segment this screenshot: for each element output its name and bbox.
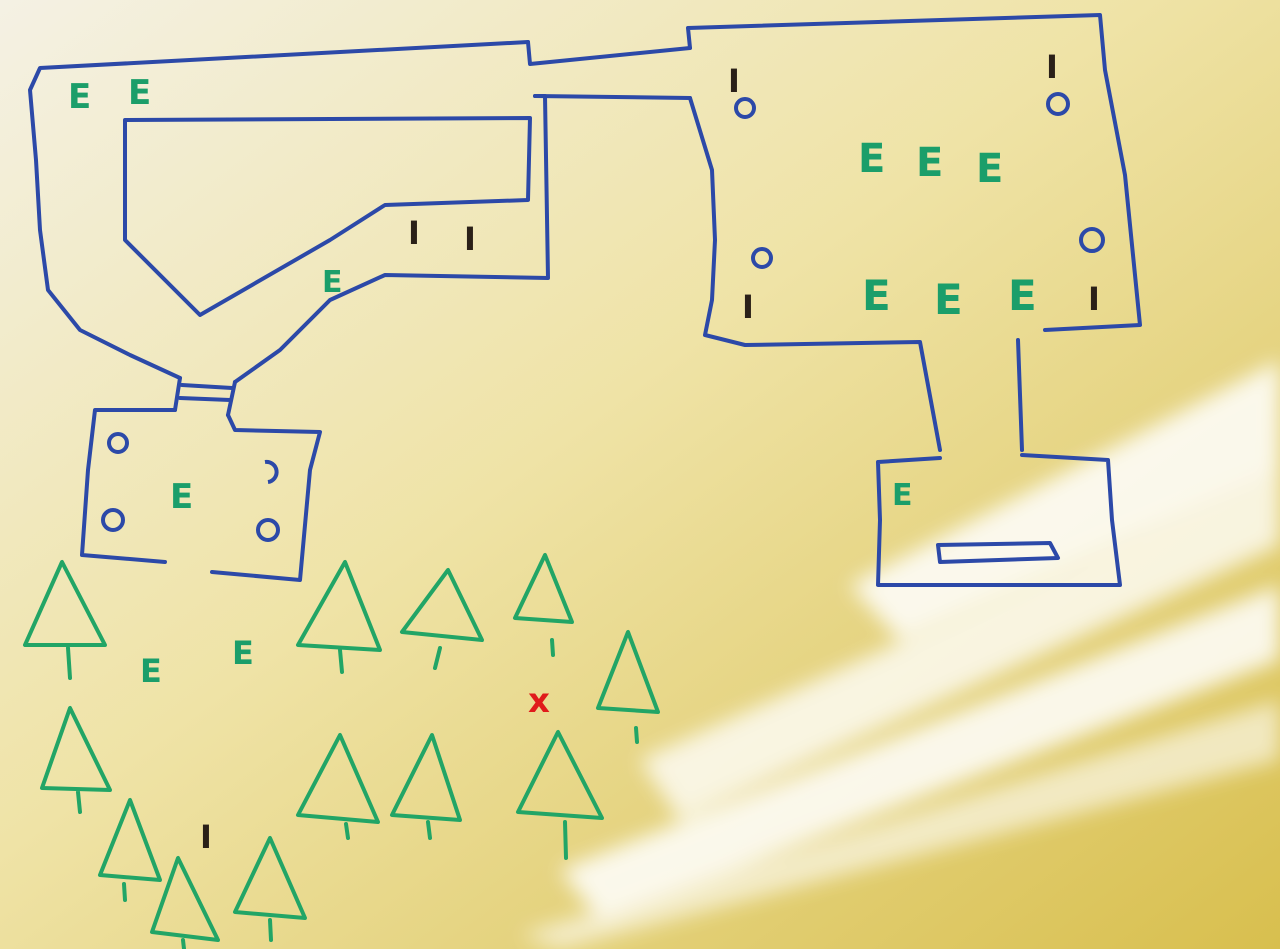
- tree-icon: [390, 733, 462, 840]
- tree-icon: [513, 553, 574, 657]
- enemy-marker: E: [322, 265, 343, 300]
- tree-icon: [23, 560, 107, 680]
- light-glare: [520, 360, 1280, 949]
- wall-lower-left-room: [80, 408, 322, 582]
- item-marker: I: [742, 288, 754, 326]
- tree-icon: [150, 856, 220, 949]
- ring-icon: [107, 432, 129, 454]
- wall-right-room-bottom-right: [1016, 338, 1024, 452]
- item-marker: I: [728, 62, 740, 100]
- item-marker: I: [200, 818, 212, 856]
- ring-icon: [1079, 227, 1105, 253]
- wall-corridor-top: [526, 40, 692, 66]
- tree-icon: [596, 630, 660, 744]
- item-marker: I: [408, 214, 420, 252]
- rings: [101, 92, 1105, 542]
- forest: [23, 553, 660, 949]
- ring-icon: [751, 247, 773, 269]
- enemy-marker: E: [68, 77, 91, 117]
- tree-icon: [98, 798, 162, 902]
- enemy-marker: E: [934, 275, 963, 324]
- enemy-marker: E: [892, 478, 913, 513]
- enemy-marker: E: [128, 73, 151, 113]
- ring-icon: [734, 97, 756, 119]
- enemy-marker: E: [1008, 271, 1037, 320]
- enemy-marker: E: [916, 140, 943, 186]
- items: I I I I I I I: [200, 48, 1100, 856]
- target-marker: x: [528, 681, 550, 721]
- enemy-marker: E: [140, 652, 162, 690]
- enemy-marker: E: [858, 136, 885, 182]
- wall-corridor-bottom: [533, 94, 692, 100]
- enemy-marker: E: [862, 271, 891, 320]
- ring-icon: [1046, 92, 1070, 116]
- ring-open-icon: [264, 459, 279, 484]
- item-marker: I: [464, 220, 476, 258]
- tree-icon: [400, 568, 484, 670]
- tree-icon: [296, 560, 382, 674]
- enemy-marker: E: [976, 146, 1003, 192]
- wall-right-room: [686, 13, 1142, 332]
- enemies: E E E E E E E E E E E E E: [68, 73, 1037, 690]
- walls: [28, 13, 1142, 587]
- wall-loop-inner: [123, 116, 532, 317]
- wall-loop-outer: [28, 40, 530, 380]
- tree-icon: [233, 836, 307, 942]
- wall-connector: [173, 376, 237, 417]
- item-marker: I: [1046, 48, 1058, 86]
- tree-icon: [516, 730, 604, 860]
- enemy-marker: E: [232, 634, 254, 672]
- wall-right-room-left: [688, 96, 942, 452]
- wall-small-room: [876, 453, 1122, 587]
- ring-icon: [101, 508, 125, 532]
- tree-icon: [296, 733, 380, 840]
- ring-icon: [256, 518, 280, 542]
- tree-icon: [40, 706, 112, 814]
- enemy-marker: E: [170, 477, 193, 517]
- wall-small-room-bar: [936, 541, 1060, 564]
- item-marker: I: [1088, 280, 1100, 318]
